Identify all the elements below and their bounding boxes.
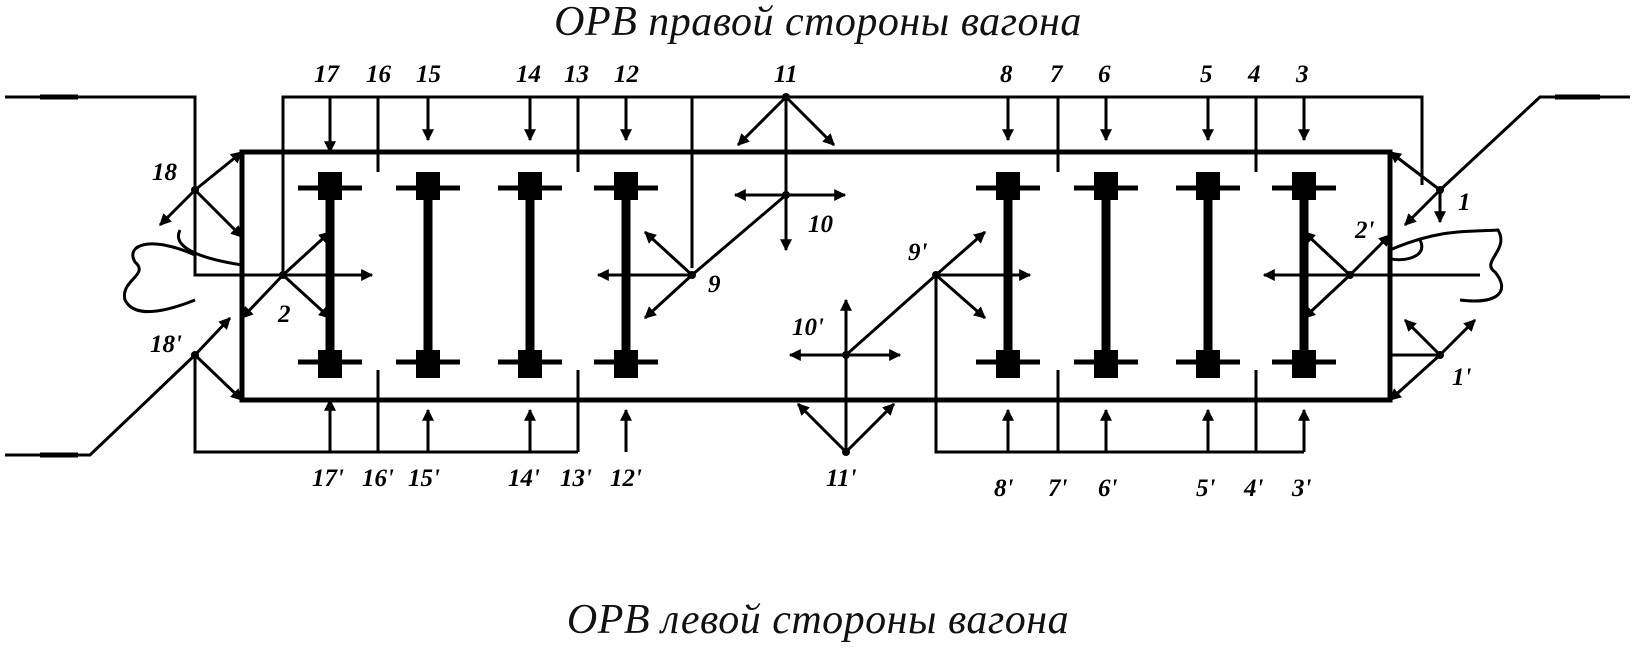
label-18: 18 <box>152 159 178 186</box>
upper-bus <box>281 95 1424 275</box>
label-4-prime: 4' <box>1243 475 1264 502</box>
label-6-prime: 6' <box>1098 475 1118 502</box>
lower-bus <box>193 275 1310 454</box>
wheelset-3 <box>498 172 562 378</box>
label-15-prime: 15' <box>408 465 440 492</box>
label-14: 14 <box>516 61 541 88</box>
label-2: 2 <box>277 301 291 328</box>
label-16: 16 <box>366 61 392 88</box>
wheelset-8 <box>1272 172 1336 378</box>
label-2-prime: 2' <box>1354 217 1375 244</box>
label-10: 10 <box>808 211 834 238</box>
label-7-prime: 7' <box>1048 475 1068 502</box>
caption-right-side: ОРВ правой стороны вагона <box>554 0 1082 45</box>
label-9-prime: 9' <box>908 239 928 266</box>
label-15: 15 <box>416 61 441 88</box>
wheelset-7 <box>1176 172 1240 378</box>
right-end-circuit <box>1262 94 1630 402</box>
top-labels: 17 16 15 14 13 12 11 8 7 6 5 4 3 <box>314 61 1309 88</box>
node-labels: 18 18' 1 1' 2 2' 9 9' 10 10' <box>150 159 1472 391</box>
label-12: 12 <box>614 61 639 88</box>
label-3-prime: 3' <box>1291 475 1312 502</box>
wheelset-1 <box>298 172 362 378</box>
label-17-prime: 17' <box>312 465 344 492</box>
label-8-prime: 8' <box>994 475 1014 502</box>
caption-left-side: ОРВ левой стороны вагона <box>566 597 1070 643</box>
center-lower-nodes <box>788 230 1032 456</box>
label-9: 9 <box>708 271 721 298</box>
wheelsets <box>298 172 1336 378</box>
label-13-prime: 13' <box>560 465 592 492</box>
wheelset-4 <box>594 172 658 378</box>
label-4: 4 <box>1247 61 1261 88</box>
label-6: 6 <box>1098 61 1111 88</box>
bottom-labels: 17' 16' 15' 14' 13' 12' 11' 8' 7' 6' 5' … <box>312 465 1312 502</box>
label-17: 17 <box>314 61 341 88</box>
label-12-prime: 12' <box>610 465 642 492</box>
label-5-prime: 5' <box>1196 475 1216 502</box>
label-18-prime: 18' <box>150 331 182 358</box>
label-13: 13 <box>564 61 589 88</box>
left-end-circuit <box>5 94 374 458</box>
center-upper-nodes <box>596 93 847 320</box>
label-16-prime: 16' <box>362 465 394 492</box>
label-7: 7 <box>1050 61 1064 88</box>
wheelset-5 <box>976 172 1040 378</box>
label-14-prime: 14' <box>508 465 540 492</box>
label-5: 5 <box>1200 61 1213 88</box>
label-11: 11 <box>774 61 798 88</box>
label-8: 8 <box>1000 61 1013 88</box>
label-3: 3 <box>1295 61 1309 88</box>
wheelset-2 <box>396 172 460 378</box>
label-10-prime: 10' <box>792 314 824 341</box>
wheelset-6 <box>1074 172 1138 378</box>
label-11-prime: 11' <box>826 465 857 492</box>
label-1: 1 <box>1458 189 1471 216</box>
label-1-prime: 1' <box>1452 364 1472 391</box>
